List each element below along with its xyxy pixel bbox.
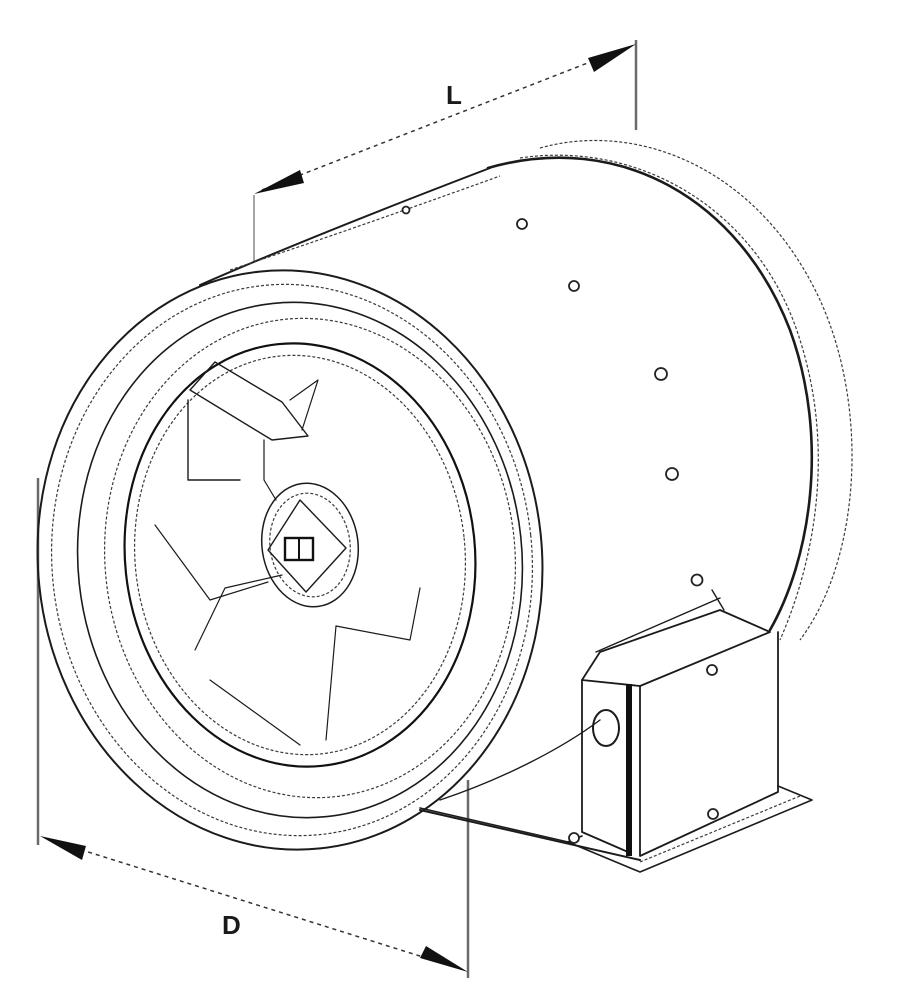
dimension-line-d <box>49 839 459 969</box>
arrow-l-left <box>254 170 304 194</box>
mounting-bracket <box>419 785 813 873</box>
screw-icon <box>654 367 668 381</box>
screw-icon <box>665 467 679 481</box>
dimension-label-d: D <box>222 910 241 940</box>
rear-flange <box>486 139 853 641</box>
screw-icon <box>516 218 528 230</box>
screw-icon <box>707 808 719 820</box>
bracket-screw-icon <box>568 832 580 844</box>
dimension-label-l: L <box>446 80 462 110</box>
screw-icon <box>706 664 718 676</box>
housing-screws <box>401 205 704 587</box>
terminal-box <box>581 589 779 857</box>
arrow-d-right <box>420 946 468 972</box>
front-flange <box>36 269 544 851</box>
motor-hub <box>260 482 360 608</box>
dimension-l <box>253 40 638 262</box>
terminal-box-edge <box>626 684 632 856</box>
dimension-d <box>36 478 470 978</box>
arrow-d-left <box>40 836 86 860</box>
screw-icon <box>690 573 704 587</box>
screw-icon <box>401 205 411 215</box>
arrow-l-right <box>588 44 636 72</box>
cylindrical-housing <box>199 167 641 861</box>
impeller-blades <box>154 361 421 746</box>
cable-gland-icon <box>592 709 620 747</box>
screw-icon <box>568 280 580 292</box>
dimension-line-l <box>261 47 627 191</box>
